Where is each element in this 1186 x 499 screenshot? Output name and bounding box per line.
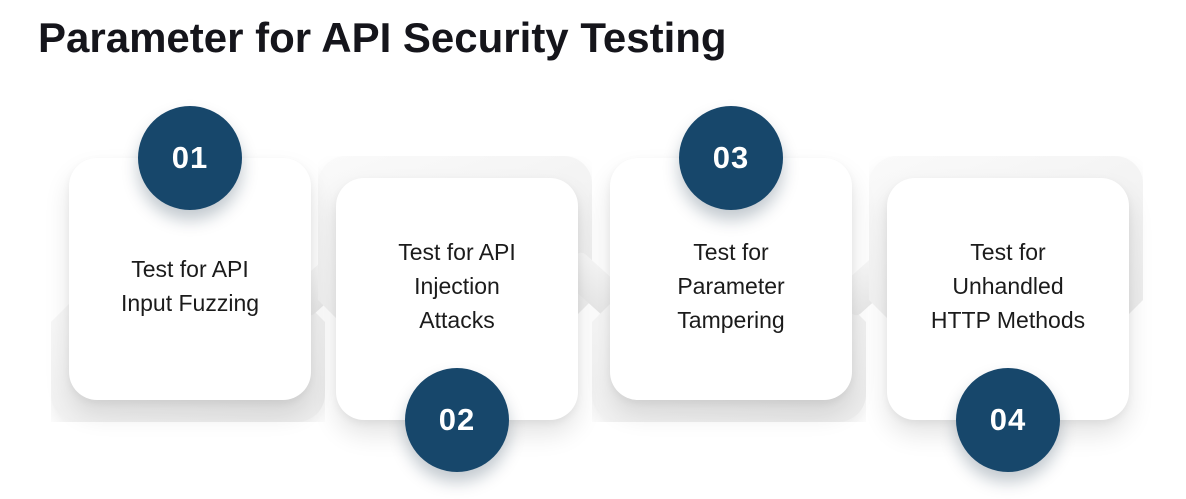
card: Test for API Injection Attacks [336, 178, 578, 420]
page-title: Parameter for API Security Testing [38, 14, 727, 61]
step-card-4: Test for Unhandled HTTP Methods 04 [887, 178, 1129, 472]
step-label-line: Attacks [419, 307, 495, 333]
step-number: 02 [438, 402, 476, 437]
step-number-badge: 04 [956, 368, 1060, 472]
step-number-badge: 02 [405, 368, 509, 472]
step-number-badge: 03 [679, 106, 783, 210]
step-card-2: Test for API Injection Attacks 02 [336, 178, 578, 472]
step-number-badge: 01 [138, 106, 242, 210]
step-label: Test for Parameter Tampering [618, 235, 844, 337]
step-label-line: Input Fuzzing [120, 290, 260, 316]
step-label-line: Test for [970, 239, 1046, 265]
card: Test for Parameter Tampering [610, 158, 852, 400]
step-label-line: Test for API [131, 256, 249, 282]
step-number: 01 [171, 140, 209, 175]
step-label: Test for Unhandled HTTP Methods [895, 235, 1121, 337]
step-label-line: Test for API [398, 239, 516, 265]
step-card-3: Test for Parameter Tampering 03 [610, 106, 852, 400]
step-number: 04 [989, 402, 1027, 437]
step-label-line: Tampering [677, 307, 785, 333]
step-label-line: Test for [693, 239, 769, 265]
step-card-1: Test for API Input Fuzzing 01 [69, 106, 311, 400]
step-label-line: HTTP Methods [930, 307, 1086, 333]
step-label: Test for API Injection Attacks [344, 235, 570, 337]
step-label: Test for API Input Fuzzing [77, 252, 303, 320]
step-number: 03 [712, 140, 750, 175]
step-label-line: Injection [414, 273, 500, 299]
card: Test for API Input Fuzzing [69, 158, 311, 400]
step-label-line: Parameter [677, 273, 785, 299]
step-label-line: Unhandled [952, 273, 1064, 299]
